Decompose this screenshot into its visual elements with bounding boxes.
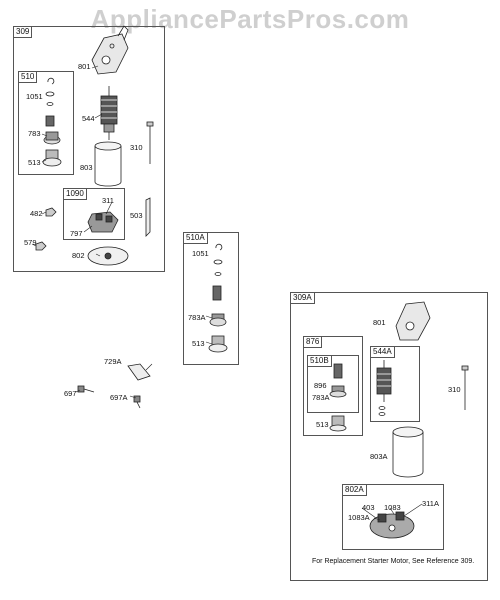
group-876-label: 876 [303,336,323,348]
group-510B-frame [307,355,359,413]
part-label-697A: 697A [110,393,128,402]
part-label-1083A-b: 1083A [348,513,370,522]
group-1090-frame [63,188,125,240]
group-510A-frame [183,232,239,365]
part-label-579: 579 [24,238,37,247]
group-544A-frame [370,346,420,422]
brush-plate-802A-drawing [369,511,415,539]
brush-plate-311-drawing [87,211,119,233]
group-309A-label: 309A [290,292,315,304]
drive-510-drawing [42,77,62,167]
group-802A-label: 802A [342,484,367,496]
group-876-frame [303,336,363,436]
group-309A-frame [290,292,488,581]
strap-503-drawing [145,197,151,237]
part-label-802: 802 [72,251,85,260]
part-label-503: 503 [130,211,143,220]
part-label-1051-a: 1051 [192,249,209,258]
part-label-801: 801 [78,62,91,71]
part-label-797: 797 [70,229,83,238]
group-510-label: 510 [18,71,38,83]
housing-803-drawing [94,141,122,187]
part-label-896-b: 896 [314,381,327,390]
watermark-text: AppliancePartsPros.com [90,4,410,34]
end-cap-801-drawing [91,25,129,75]
part-label-1083-b: 1083 [384,503,401,512]
pinion-513-b-drawing [329,415,347,432]
bolt-310-drawing [146,121,154,164]
group-510-frame [18,71,74,175]
part-label-803A-b: 803A [370,452,388,461]
group-544A-label: 544A [370,346,395,358]
part-label-729A: 729A [104,357,122,366]
part-label-310: 310 [130,143,143,152]
bolt-310-b-drawing [461,365,469,410]
part-label-482: 482 [30,209,43,218]
part-label-783A-a: 783A [188,313,206,322]
armature-544A-drawing [376,360,392,416]
screw-697A-drawing [133,395,141,409]
group-510A-label: 510A [183,232,208,244]
part-label-697: 697 [64,389,77,398]
clip-729A-drawing [127,363,151,381]
group-1090-label: 1090 [63,188,87,200]
plate-802-drawing [87,246,129,266]
part-label-544: 544 [82,114,95,123]
drive-510B-drawing [329,363,347,398]
part-label-783: 783 [28,129,41,138]
group-802A-frame [342,484,444,550]
part-label-311: 311 [102,196,114,205]
drive-510A-drawing [208,243,228,353]
armature-544-drawing [100,86,118,140]
part-label-310-b: 310 [448,385,461,394]
part-label-513-b: 513 [316,420,329,429]
part-label-801-b: 801 [373,318,386,327]
part-label-1051: 1051 [26,92,43,101]
screw-697-drawing [77,385,95,393]
leader-lines [31,65,423,521]
part-label-803: 803 [80,163,93,172]
group-309-label: 309 [13,26,33,38]
part-label-403-b: 403 [362,503,375,512]
end-cap-801-b-drawing [395,301,431,341]
part-label-513-a: 513 [192,339,205,348]
group-510B-label: 510B [307,355,332,367]
replacement-note: For Replacement Starter Motor, See Refer… [312,558,475,565]
nut-579-drawing [35,241,47,251]
housing-803A-drawing [392,426,424,478]
part-label-783A-b: 783A [312,393,330,402]
part-label-513: 513 [28,158,41,167]
group-309-frame [13,26,165,272]
nut-482-drawing [45,207,57,217]
part-label-311A-b: 311A [422,499,439,508]
